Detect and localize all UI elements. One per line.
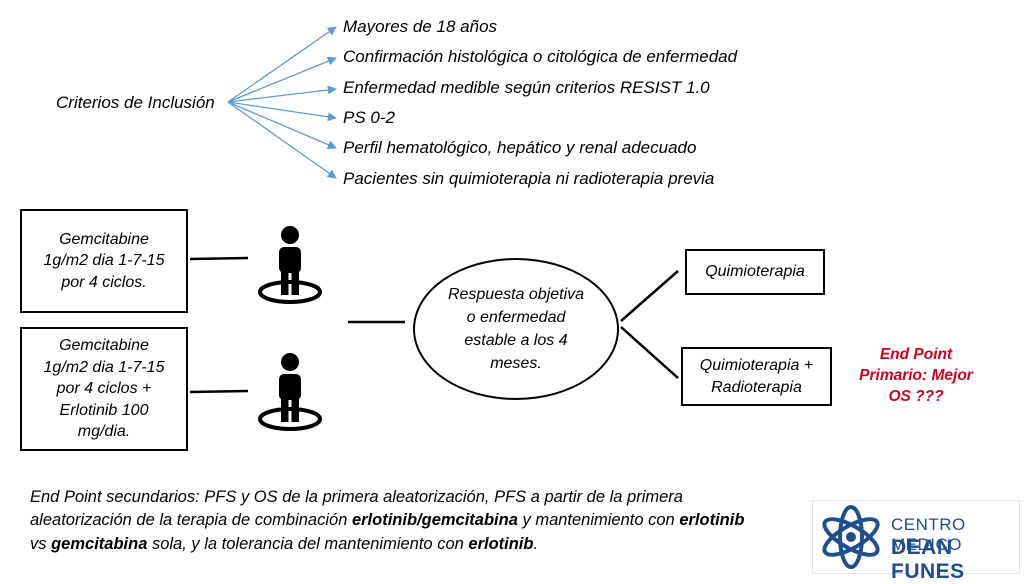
criteria-arrow bbox=[227, 101, 337, 122]
criteria-item: PS 0-2 bbox=[343, 108, 395, 127]
arm1-line: 1g/m2 dia 1-7-15 bbox=[43, 252, 165, 270]
chemo-radio-line: Radioterapia bbox=[711, 378, 802, 396]
arm1-line: Gemcitabine bbox=[59, 230, 149, 248]
person-icon bbox=[258, 353, 322, 431]
to-chemo-radio-connector bbox=[620, 326, 679, 379]
arm2-line: 1g/m2 dia 1-7-15 bbox=[43, 358, 165, 376]
footer-bold: erlotinib/gemcitabina bbox=[351, 511, 518, 530]
response-line: estable a los 4 bbox=[464, 332, 568, 349]
arm2-box: Gemcitabine 1g/m2 dia 1-7-15 por 4 ciclo… bbox=[20, 327, 188, 451]
person-icon bbox=[258, 226, 322, 304]
criteria-arrow bbox=[227, 85, 337, 103]
response-line: o enfermedad bbox=[466, 308, 566, 326]
footer-bold: erlotinib bbox=[468, 534, 534, 553]
primary-endpoint-line: OS ??? bbox=[888, 387, 944, 405]
logo-line1: CENTRO MEDICO bbox=[891, 515, 966, 554]
response-ellipse: Respuesta objetiva o enfermedad estable … bbox=[413, 258, 619, 400]
response-line: meses. bbox=[490, 355, 542, 373]
criteria-item: Mayores de 18 años bbox=[343, 17, 498, 36]
logo: CENTRO MEDICO DEAN FUNES bbox=[812, 500, 1020, 583]
primary-endpoint-line: Primario: Mejor bbox=[859, 366, 973, 384]
footer-text: . bbox=[533, 534, 539, 553]
footer-text: vs bbox=[30, 534, 52, 553]
criteria-item: Enfermedad medible según criterios RESIS… bbox=[343, 78, 710, 97]
arm2-line: Gemcitabine bbox=[59, 337, 149, 355]
primary-endpoint-line: End Point bbox=[879, 346, 953, 363]
arm1-connector bbox=[189, 256, 249, 261]
chemo-box: Quimioterapia bbox=[685, 249, 825, 295]
footer-bold: erlotinib bbox=[679, 511, 745, 530]
criteria-arrows bbox=[227, 26, 337, 179]
chemo-label: Quimioterapia bbox=[705, 263, 805, 281]
footer-text: y mantenimiento con bbox=[517, 511, 680, 530]
arm2-line: mg/dia. bbox=[77, 423, 131, 441]
atom-logo-icon bbox=[822, 505, 880, 569]
footer-text: End Point secundarios: PFS y OS de la pr… bbox=[30, 488, 683, 530]
chemo-radio-box: Quimioterapia + Radioterapia bbox=[681, 347, 832, 406]
logo-line2: DEAN FUNES bbox=[891, 536, 965, 583]
secondary-endpoints-text: End Point secundarios: PFS y OS de la pr… bbox=[30, 486, 750, 556]
primary-endpoint: End Point Primario: Mejor OS ??? bbox=[858, 345, 974, 408]
criteria-item: Pacientes sin quimioterapia ni radiotera… bbox=[343, 169, 715, 188]
criteria-arrow bbox=[227, 26, 337, 103]
chemo-radio-line: Quimioterapia + bbox=[699, 356, 814, 374]
criteria-root-label: Criterios de Inclusión bbox=[56, 93, 215, 112]
footer-text: sola, y la tolerancia del mantenimiento … bbox=[147, 534, 469, 553]
criteria-arrow bbox=[227, 56, 337, 103]
arm1-box: Gemcitabine 1g/m2 dia 1-7-15 por 4 ciclo… bbox=[20, 209, 188, 313]
arm2-connector bbox=[189, 389, 249, 394]
footer-bold: gemcitabina bbox=[51, 534, 148, 553]
criteria-arrow bbox=[227, 101, 337, 179]
arm2-line: por 4 ciclos + bbox=[56, 380, 152, 398]
criteria-item: Confirmación histológica o citológica de… bbox=[343, 47, 738, 66]
response-line: Respuesta objetiva bbox=[447, 285, 585, 303]
criteria-item: Perfil hematológico, hepático y renal ad… bbox=[343, 138, 697, 157]
arm1-line: por 4 ciclos. bbox=[61, 273, 147, 291]
criteria-arrow bbox=[227, 101, 337, 149]
to-chemo-connector bbox=[620, 270, 679, 322]
arm2-line: Erlotinib 100 bbox=[59, 401, 149, 419]
